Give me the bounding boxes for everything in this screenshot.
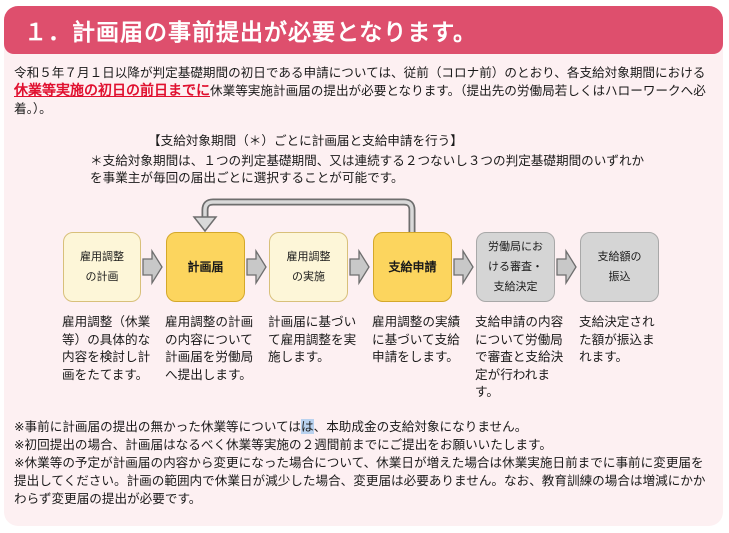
right-arrow-icon [556,248,577,286]
step-label-line: の実施 [292,270,325,283]
right-arrow-icon [142,248,163,286]
text-selection-mark: は [301,419,314,434]
loop-arrow-icon [192,198,416,233]
step-description: 計画届に基づいて雇用調整を実施します。 [268,314,357,364]
step-label-line: ける審査・ [488,260,543,273]
step-label-line: の計画 [85,270,119,283]
intro-text-end: 休業等実施計画届の提出が必要となります。（提出先の労働局若しくはハローワークへ必… [14,83,706,116]
step-box-plan: 雇用調整 の計画 [63,232,141,302]
period-footnote: ＊支給対象期間は、１つの判定基礎期間、又は連続する２つないし３つの判定基礎期間の… [90,153,645,185]
note-line: ※事前に計画届の提出の無かった休業等についてはは、本助成金の支給対象になりません… [14,418,716,436]
step-label-line: 雇用調整 [286,250,331,263]
note-text: ※事前に計画届の提出の無かった休業等については [14,419,301,434]
step-label-line: 支給額の [597,250,642,263]
step-label-line: 雇用調整 [80,250,124,263]
right-arrow-icon [246,248,267,286]
step-label-line: 支給申請 [388,260,437,274]
note-line: ※初回提出の場合、計画届はなるべく休業等実施の２週間前までにご提出をお願いいたし… [14,437,552,452]
right-arrow-icon [453,248,474,286]
step-label-line: 計画届 [187,260,224,274]
step-box-review: 労働局にお ける審査・ 支給決定 [476,232,555,302]
section-title: １．計画届の事前提出が必要となります。 [24,20,478,46]
step-box-payment: 支給額の 振込 [580,232,659,302]
step-label-line: 労働局にお [488,240,543,253]
step-label-line: 支給決定 [493,280,538,293]
step-description: 支給決定された額が振込まれます。 [579,314,655,364]
deadline-highlight: 休業等実施の初日の前日までに [14,83,210,99]
step-description: 雇用調整（休業等）の具体的な内容を検討し計画をたてます。 [62,314,151,382]
note-text: 、本助成金の支給対象になりません。 [313,419,528,434]
section-header: １．計画届の事前提出が必要となります。 [4,6,723,54]
step-description: 支給申請の内容について労働局で審査と支給決定が行われます。 [475,314,564,399]
step-description: 雇用調整の実績に基づいて支給申請をします。 [372,314,461,364]
intro-paragraph: 令和５年７月１日以降が判定基礎期間の初日である申請については、従前（コロナ前）の… [14,64,714,118]
notes-section: ※事前に計画届の提出の無かった休業等についてはは、本助成金の支給対象になりません… [14,418,716,508]
right-arrow-icon [349,248,370,286]
step-box-plan-submission: 計画届 [166,232,245,302]
step-box-application: 支給申請 [373,232,452,302]
step-label-line: 振込 [608,270,631,283]
step-description: 雇用調整の計画の内容について計画届を労働局へ提出します。 [165,314,254,382]
flow-subheading: 【支給対象期間（＊）ごとに計画届と支給申請を行う】 [148,133,463,148]
note-line: ※休業等の予定が計画届の内容から変更になった場合について、休業日が増えた場合は休… [14,455,706,506]
intro-text-start: 令和５年７月１日以降が判定基礎期間の初日である申請については、従前（コロナ前）の… [14,65,706,80]
step-box-implementation: 雇用調整 の実施 [269,232,348,302]
